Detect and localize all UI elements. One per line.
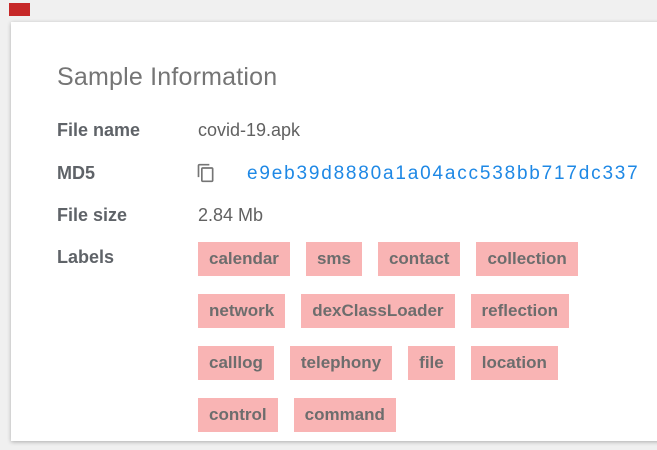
label-tag: file — [408, 346, 455, 380]
sample-info-card: Sample Information File name covid-19.ap… — [11, 22, 657, 441]
tag-row: control command — [198, 398, 578, 432]
field-value-file-size: 2.84 Mb — [198, 205, 264, 225]
label-tag: network — [198, 294, 286, 328]
label-tag: calllog — [198, 346, 274, 380]
label-tag: reflection — [470, 294, 570, 328]
red-marker — [9, 3, 30, 16]
page-title: Sample Information — [57, 63, 278, 91]
field-value-file-name: covid-19.apk — [198, 120, 301, 140]
label-tag: contact — [377, 242, 461, 276]
tag-row: calllog telephony file location — [198, 346, 578, 380]
field-label-file-name: File name — [57, 120, 141, 140]
label-tag: dexClassLoader — [301, 294, 455, 328]
field-label-labels: Labels — [57, 247, 115, 267]
label-tag: location — [470, 346, 558, 380]
label-tag: calendar — [198, 242, 290, 276]
copy-icon — [197, 163, 214, 183]
label-tag: command — [293, 398, 396, 432]
field-label-file-size: File size — [57, 205, 128, 225]
tags-block: calendar sms contact collection network dexCl… — [198, 242, 578, 432]
tag-row: calendar sms contact collection — [198, 242, 578, 276]
label-tag: control — [198, 398, 278, 432]
tag-row: network dexClassLoader reflection — [198, 294, 578, 328]
label-tag: sms — [305, 242, 362, 276]
label-tag: collection — [476, 242, 578, 276]
label-tag: telephony — [289, 346, 393, 380]
copy-button[interactable] — [196, 161, 220, 185]
md5-hash-link[interactable]: e9eb39d8880a1a04acc538bb717dc337 — [247, 163, 640, 184]
field-label-md5: MD5 — [57, 163, 96, 183]
